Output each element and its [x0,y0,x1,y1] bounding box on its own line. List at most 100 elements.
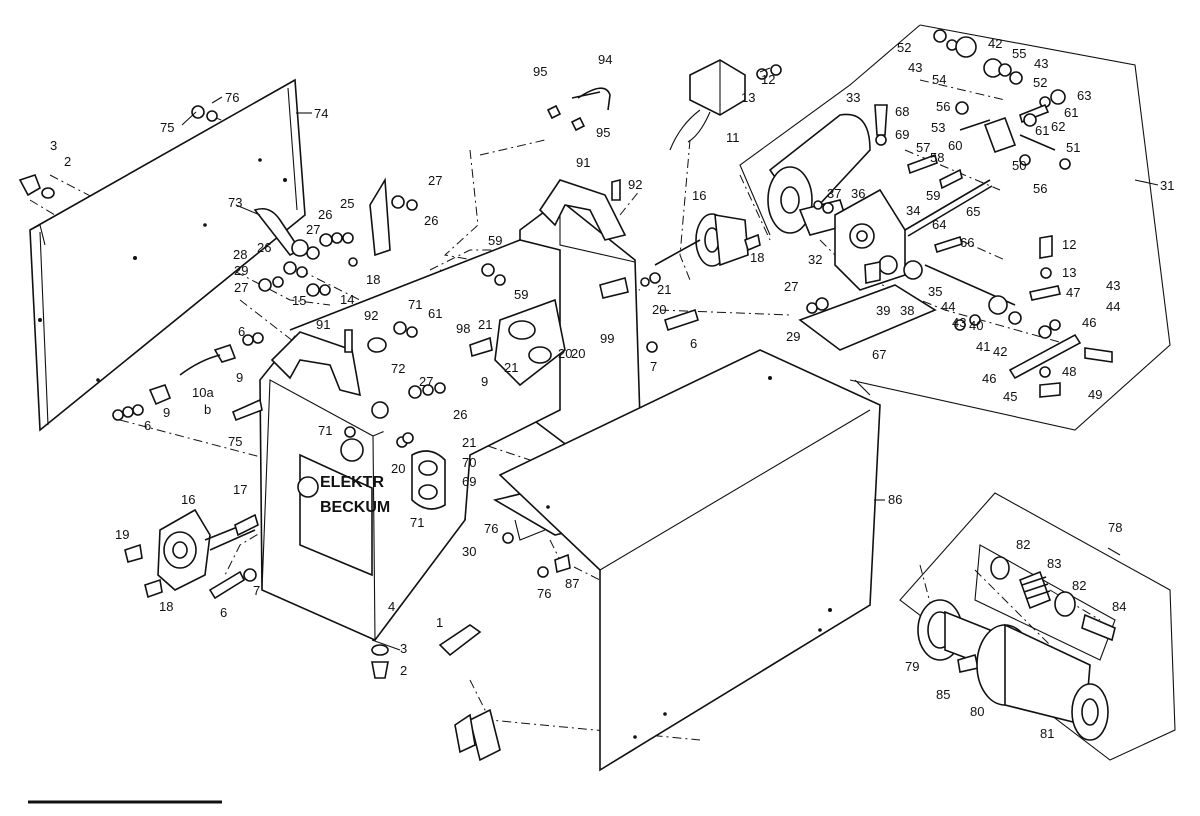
hardware-parts [18,29,1113,762]
callout: 91 [576,155,590,170]
callout: 35 [928,284,942,299]
callout: 27 [428,173,442,188]
main-housing: ELEKTR BECKUM [259,198,641,641]
callout: 67 [872,347,886,362]
callout: 74 [314,106,328,121]
callout: 20 [391,461,405,476]
callout: 75 [160,120,174,135]
callout: 75 [228,434,242,449]
handle-91-front [270,331,362,397]
callout: b [204,402,211,417]
leader-lines [181,67,1159,556]
callout: 13 [1062,265,1076,280]
callout: 4 [388,599,395,614]
callout: 17 [233,482,247,497]
callout: 43 [908,60,922,75]
callout: 50 [1012,158,1026,173]
callout: 68 [895,104,909,119]
callout: 71 [410,515,424,530]
callout: 9 [481,374,488,389]
callout: 21 [462,435,476,450]
callout: 25 [340,196,354,211]
callout: 29 [234,263,248,278]
side-panel-74 [29,78,306,432]
callout: 44 [941,299,955,314]
callout: 41 [976,339,990,354]
callout: 19 [115,527,129,542]
callout: 9 [163,405,170,420]
callout: 70 [462,455,476,470]
callout: 39 [876,303,890,318]
callout: 18 [750,250,764,265]
callout: 30 [462,544,476,559]
callout: 66 [960,235,974,250]
callout: 3 [50,138,57,153]
callout: 59 [514,287,528,302]
callout: 21 [504,360,518,375]
callout: 37 [827,186,841,201]
callout: 52 [897,40,911,55]
callout: 84 [1112,599,1126,614]
callout: 14 [340,292,354,307]
callout: 82 [1016,537,1030,552]
callout: 59 [926,188,940,203]
callout: 16 [181,492,195,507]
callout: 6 [144,418,151,433]
chuck-assembly-78 [917,556,1116,741]
callout-numbers: 3 2 75 76 74 73 26 27 25 27 26 28 26 29 … [50,36,1174,741]
callout: 57 [916,140,930,155]
callout: 58 [930,150,944,165]
callout: 49 [1088,387,1102,402]
callout: 26 [453,407,467,422]
callout: 54 [932,72,946,87]
base-plate-67 [798,284,937,351]
callout: 16 [692,188,706,203]
callout: 85 [936,687,950,702]
callout: 2 [400,663,407,678]
callout: 95 [533,64,547,79]
callout: 20 [571,346,585,361]
callout: 28 [233,247,247,262]
callout: 78 [1108,520,1122,535]
callout: 6 [690,336,697,351]
handle-91-rear [538,179,627,241]
callout: 26 [424,213,438,228]
callout: 56 [1033,181,1047,196]
callout: 98 [456,321,470,336]
callout: 6 [238,324,245,339]
cover-86 [498,349,881,772]
callout: 3 [400,641,407,656]
callout: 21 [478,317,492,332]
callout: 92 [364,308,378,323]
callout: 86 [888,492,902,507]
callout: 13 [741,90,755,105]
callout: 71 [408,297,422,312]
callout: 12 [1062,237,1076,252]
callout: 27 [306,222,320,237]
callout: 32 [808,252,822,267]
callout: 52 [1033,75,1047,90]
callout: 87 [565,576,579,591]
callout: 7 [650,359,657,374]
callout: 36 [851,186,865,201]
callout: 27 [234,280,248,295]
callout: 46 [1082,315,1096,330]
callout: 94 [598,52,612,67]
callout: 73 [228,195,242,210]
callout: 83 [1047,556,1061,571]
callout: 15 [292,293,306,308]
callout: 27 [419,374,433,389]
callout: 38 [900,303,914,318]
callout: 6 [220,605,227,620]
callout: 61 [1064,105,1078,120]
callout: 45 [1003,389,1017,404]
callout: 59 [488,233,502,248]
pump-16-left [157,508,259,591]
callout: 20 [558,346,572,361]
callout: 63 [1077,88,1091,103]
callout: 2 [64,154,71,169]
callout: 47 [1066,285,1080,300]
callout: 29 [786,329,800,344]
